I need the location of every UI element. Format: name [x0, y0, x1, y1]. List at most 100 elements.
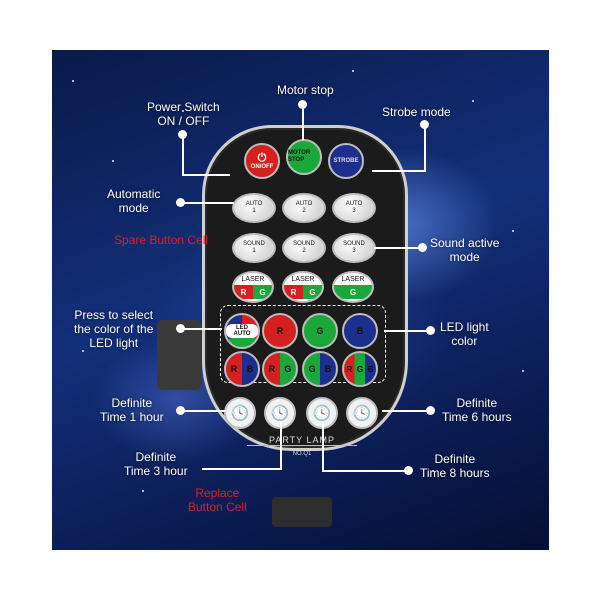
leader-line	[182, 202, 234, 204]
rg-green-label: G	[284, 364, 292, 374]
auto-3-number: 3	[352, 208, 356, 214]
rgb-blue-label: B	[367, 364, 374, 374]
laser-2-label: LASER	[291, 276, 315, 283]
leader-line	[182, 174, 230, 176]
green-button-label: G	[316, 326, 324, 336]
strobe-button[interactable]: STROBE	[328, 143, 364, 179]
gb-green-label: G	[308, 364, 316, 374]
timer-8h-button[interactable]: 🕓	[306, 397, 338, 429]
star	[472, 100, 474, 102]
timer-1h-button[interactable]: 🕓	[224, 397, 256, 429]
star	[72, 80, 74, 82]
definite-1-line1: Definite	[111, 396, 153, 410]
laser-1-green: G	[253, 285, 272, 299]
motor-stop-callout: Motor stop	[277, 83, 334, 97]
led-color-line1: LED light	[440, 320, 489, 334]
automatic-mode-line2: mode	[118, 201, 149, 215]
replace-cell-line2: Button Cell	[188, 500, 247, 514]
replace-cell-line1: Replace	[195, 486, 240, 500]
callout-dot	[404, 466, 413, 475]
laser-2-red: R	[284, 285, 303, 299]
sound-3-number: 3	[352, 248, 356, 254]
auto-2-number: 2	[302, 208, 306, 214]
callout-dot	[426, 326, 435, 335]
laser-3-green: G	[334, 285, 372, 299]
laser-g-button[interactable]: LASER G	[332, 271, 374, 303]
auto-1-label: AUTO	[245, 201, 263, 207]
motor-stop-button[interactable]: MOTOR STOP	[286, 139, 322, 175]
sound-2-number: 2	[302, 248, 306, 254]
clock-icon: 🕓	[352, 405, 372, 422]
definite-1-hour-callout: Definite Time 1 hour	[100, 396, 164, 424]
power-switch-callout: Power Switch ON / OFF	[147, 100, 220, 128]
sound-active-line2: mode	[449, 250, 480, 264]
power-button-label: ON/OFF	[250, 163, 274, 170]
definite-8-line1: Definite	[434, 452, 476, 466]
definite-6-line1: Definite	[456, 396, 498, 410]
star	[432, 470, 434, 472]
rg-red-label: R	[268, 364, 276, 374]
definite-1-line2: Time 1 hour	[100, 410, 164, 424]
sound-3-label: SOUND	[343, 241, 365, 247]
callout-dot	[176, 324, 185, 333]
battery-compartment	[272, 497, 332, 527]
motor-stop-button-label: MOTOR STOP	[288, 150, 311, 163]
leader-line	[182, 134, 184, 176]
laser-2-green: G	[303, 285, 322, 299]
gb-blue-label: B	[324, 364, 332, 374]
definite-3-hour-callout: Definite Time 3 hour	[124, 450, 188, 478]
laser-1-label: LASER	[241, 276, 265, 283]
strobe-button-label: STROBE	[333, 158, 359, 164]
leader-line	[182, 410, 226, 412]
power-switch-line1: Power Switch	[147, 100, 220, 114]
leader-line	[302, 104, 304, 140]
replace-button-cell-callout: Replace Button Cell	[188, 486, 247, 514]
press-to-select-line1: Press to select	[74, 308, 154, 322]
sound-1-label: SOUND	[243, 241, 265, 247]
sound-2-label: SOUND	[293, 241, 315, 247]
red-button[interactable]: R	[262, 313, 298, 349]
blue-button[interactable]: B	[342, 313, 378, 349]
green-button[interactable]: G	[302, 313, 338, 349]
press-to-select-line2: the color of the	[74, 322, 154, 336]
auto-2-label: AUTO	[295, 201, 313, 207]
strobe-mode-callout: Strobe mode	[382, 105, 451, 119]
led-auto-button[interactable]: LED AUTO	[224, 313, 260, 349]
brand-label: PARTY LAMP	[247, 435, 357, 446]
leader-line	[280, 422, 282, 470]
leader-line	[182, 328, 222, 330]
blue-button-label: B	[356, 326, 364, 336]
definite-6-hours-callout: Definite Time 6 hours	[442, 396, 512, 424]
sound-active-mode-callout: Sound active mode	[430, 236, 499, 264]
callout-dot	[176, 198, 185, 207]
power-button[interactable]: ⏻ ON/OFF	[244, 143, 280, 179]
leader-line	[322, 422, 324, 472]
definite-6-line2: Time 6 hours	[442, 410, 512, 424]
press-to-select-callout: Press to select the color of the LED lig…	[74, 308, 153, 350]
led-color-group	[220, 305, 386, 383]
led-auto-label: LED AUTO	[226, 324, 258, 338]
star	[522, 370, 524, 372]
automatic-mode-line1: Automatic	[107, 187, 161, 201]
leader-line	[384, 330, 428, 332]
automatic-mode-callout: Automatic mode	[107, 187, 160, 215]
star	[82, 350, 84, 352]
definite-8-line2: Time 8 hours	[420, 466, 490, 480]
definite-3-line1: Definite	[135, 450, 177, 464]
sound-1-number: 1	[252, 248, 256, 254]
callout-dot	[418, 243, 427, 252]
timer-6h-button[interactable]: 🕓	[346, 397, 378, 429]
